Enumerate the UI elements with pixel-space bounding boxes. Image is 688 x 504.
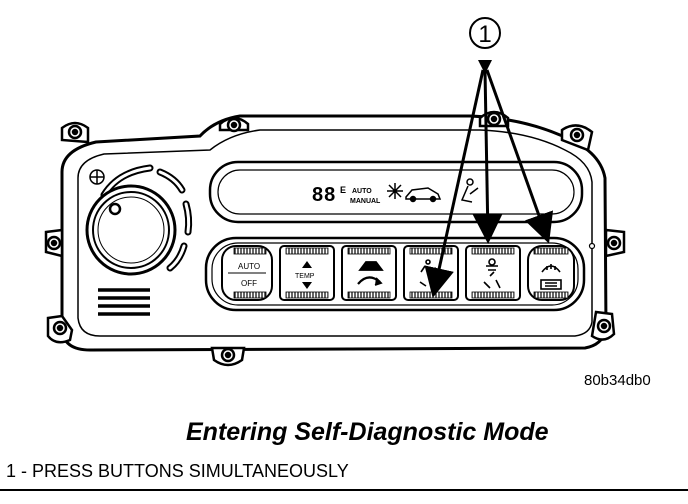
auto-label: AUTO: [238, 262, 260, 271]
display-e: E: [340, 185, 346, 195]
defrost-button[interactable]: [527, 245, 575, 301]
floor-defrost-mode-button[interactable]: [465, 245, 521, 301]
mounting-ear-bottom-left: [46, 314, 74, 344]
display-manual: MANUAL: [350, 198, 381, 205]
display-digits: 88: [312, 184, 336, 206]
hvac-control-panel-drawing: 88 E AUTO MANUAL AUTO OFF: [44, 17, 626, 367]
display-car-icon: [405, 187, 442, 203]
caption-legend: 1 - PRESS BUTTONS SIMULTANEOUSLY: [6, 461, 349, 481]
temp-label: TEMP: [295, 273, 315, 280]
panel-mode-button[interactable]: [403, 245, 459, 301]
floor-defrost-mode-icon: [483, 258, 501, 289]
temp-down-arrow-icon: [302, 282, 312, 289]
display-snowflake-icon: [387, 183, 403, 199]
fan-symbol-icon: [89, 169, 105, 185]
display-window: 88 E AUTO MANUAL: [208, 160, 584, 224]
temp-up-arrow-icon: [302, 261, 312, 268]
mounting-ear-bottom-right: [590, 310, 616, 341]
temp-button[interactable]: TEMP: [279, 245, 335, 301]
display-auto: AUTO: [352, 188, 372, 195]
mounting-ears: [44, 110, 626, 367]
mounting-ear-bottom-center: [210, 346, 246, 367]
defrost-icon: [540, 264, 562, 290]
fan-speed-scale-marks: [100, 164, 193, 272]
bottom-rule: [0, 489, 688, 491]
mounting-ear-top-left: [60, 121, 90, 144]
fan-speed-knob: [85, 164, 193, 276]
callout-number: 1: [478, 21, 491, 48]
mounting-ear-top-center-left: [218, 116, 250, 133]
vent-slots: [98, 288, 150, 316]
auto-off-button[interactable]: AUTO OFF: [221, 245, 273, 301]
display-mode-icon: [460, 178, 479, 203]
mounting-ear-top-right: [560, 124, 594, 152]
mounting-ear-left: [44, 228, 64, 258]
housing-outline: [60, 114, 608, 352]
off-label: OFF: [241, 279, 257, 288]
figure-id: 80b34db0: [584, 372, 651, 389]
recirculation-button[interactable]: [341, 245, 397, 301]
callout-leader-lines: [424, 69, 554, 298]
callout-1: 1: [424, 17, 554, 298]
caption-title: Entering Self-Diagnostic Mode: [186, 418, 549, 446]
mounting-ear-right: [604, 228, 626, 258]
recirculation-icon: [357, 261, 384, 286]
